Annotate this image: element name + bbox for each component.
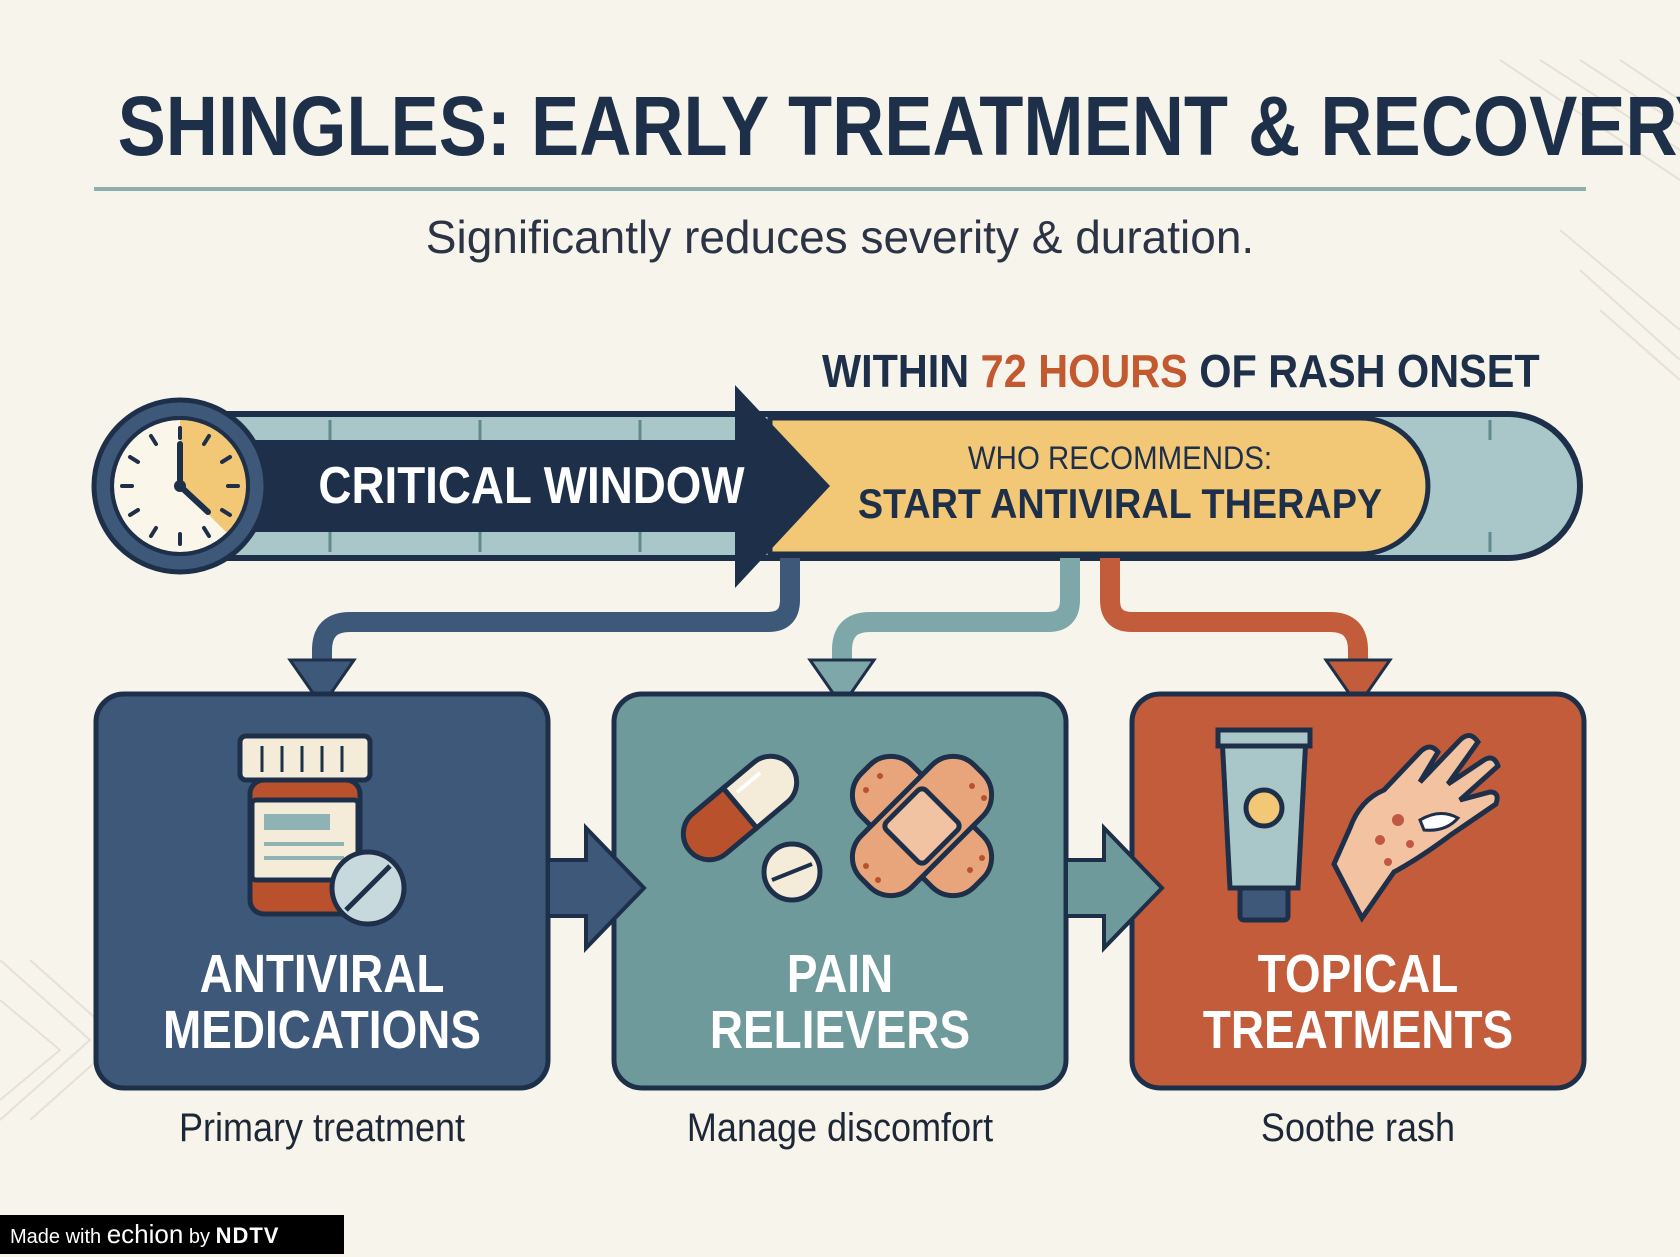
critical-window-label: CRITICAL WINDOW <box>318 457 745 515</box>
watermark-prefix: Made with <box>10 1226 107 1248</box>
connector-arrows <box>312 558 1368 668</box>
watermark-brand: echion <box>106 1219 184 1249</box>
watermark-by: by <box>183 1226 216 1248</box>
card-pain-title: PAIN RELIEVERS <box>648 946 1032 1058</box>
heading-suffix: OF RASH ONSET <box>1187 345 1540 397</box>
page-subtitle: Significantly reduces severity & duratio… <box>425 211 1255 263</box>
page-title: SHINGLES: EARLY TREATMENT & RECOVERY <box>117 79 1680 173</box>
card-antiviral-title: ANTIVIRAL MEDICATIONS <box>130 946 514 1058</box>
card-pain-title-line1: PAIN <box>786 944 894 1004</box>
card-topical-caption: Soothe rash <box>1260 1106 1456 1150</box>
heading-prefix: WITHIN <box>822 345 981 397</box>
card-topical-title: TOPICAL TREATMENTS <box>1166 946 1550 1058</box>
clock-icon <box>91 397 269 575</box>
capsule-bandage-icon <box>680 753 995 903</box>
card-pain-title-line2: RELIEVERS <box>709 1000 971 1060</box>
who-recommendation: START ANTIVIRAL THERAPY <box>857 480 1383 527</box>
who-capsule <box>767 415 1431 557</box>
flow-arrows <box>546 823 1165 953</box>
card-antiviral-caption: Primary treatment <box>178 1106 466 1150</box>
title-divider <box>94 187 1586 191</box>
cream-hand-icon <box>1215 727 1501 923</box>
card-topical-title-line1: TOPICAL <box>1257 944 1459 1004</box>
who-label: WHO RECOMMENDS: <box>967 440 1273 476</box>
time-window-heading: WITHIN 72 HOURS OF RASH ONSET <box>822 344 1540 398</box>
pill-bottle-icon <box>237 733 407 927</box>
card-antiviral-title-line2: MEDICATIONS <box>163 1000 481 1060</box>
watermark: Made with echion by NDTV <box>0 1215 344 1254</box>
heading-highlight: 72 HOURS <box>980 345 1188 397</box>
card-antiviral-title-line1: ANTIVIRAL <box>199 944 445 1004</box>
card-pain-caption: Manage discomfort <box>686 1106 994 1150</box>
critical-window-arrow <box>230 385 830 588</box>
card-topical-title-line2: TREATMENTS <box>1202 1000 1514 1060</box>
watermark-publisher: NDTV <box>215 1223 280 1248</box>
